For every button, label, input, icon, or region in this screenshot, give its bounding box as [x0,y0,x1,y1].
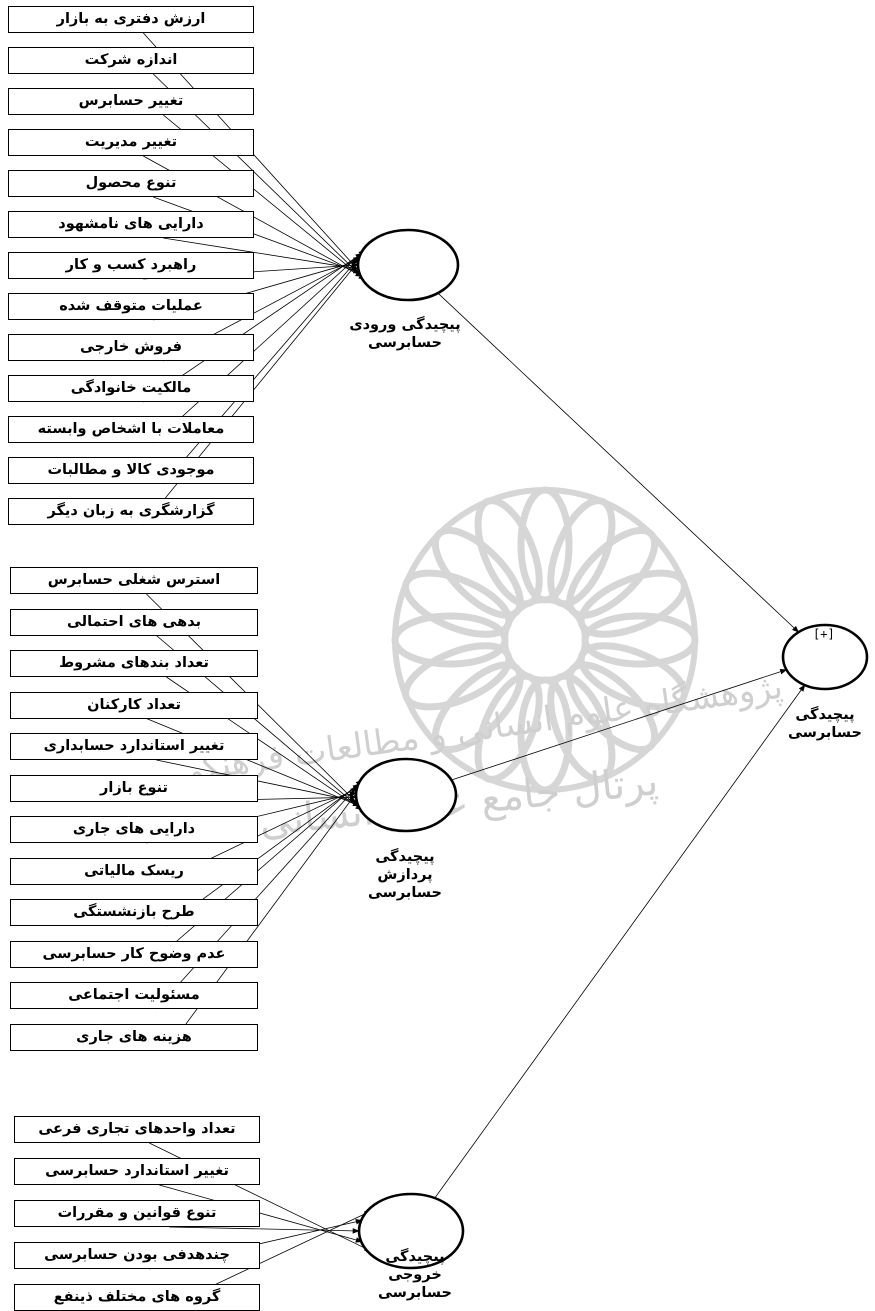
construct-process-label-line: پیچیدگی [375,849,435,865]
indicator-box-process: استرس شغلی حسابرس [10,567,258,594]
construct-output-label-line: حسابرسی [377,1285,453,1301]
indicator-box-process: تغییر استاندارد حسابداری [10,733,258,760]
watermark-ring [392,487,698,793]
watermark: پژوهشگاه علوم انسانی و مطالعات فرهنگیپرت… [172,486,785,846]
indicator-path-output [159,1184,363,1243]
indicator-box-process: تعداد بندهای مشروط [10,650,258,677]
indicator-box-input: تغییر حسابرس [8,88,254,115]
indicator-box-input: مالکیت خانوادگی [8,375,254,402]
indicator-path-input [163,237,360,271]
indicator-box-output: گروه های مختلف ذینفع [14,1284,260,1311]
construct-output-ellipse [357,1192,465,1270]
construct-output-label-line: پیچیدگی [385,1249,445,1265]
indicator-box-process: دارایی های جاری [10,816,258,843]
construct-input-ellipse [356,228,460,302]
indicator-box-input: اندازه شرکت [8,47,254,74]
indicator-box-process: عدم وضوح کار حسابرسی [10,940,258,968]
indicator-box-process: تنوع بازار [10,774,258,802]
indicator-box-input: تنوع محصول [8,170,254,197]
indicator-box-input: تغییر مدیریت [8,129,254,156]
watermark-petal [577,569,688,638]
indicator-box-output: چندهدفی بودن حسابرسی [14,1242,260,1269]
construct-process-label: پیچیدگی پردازش حسابرسی [315,848,495,902]
indicator-box-process: تعداد کارکنان [10,691,258,719]
construct-overall-label-line: پیچیدگی [795,707,855,723]
construct-process-label-line: پردازش [377,867,433,883]
indicator-path-process [156,776,367,1010]
indicator-box-process: مسئولیت اجتماعی [10,982,258,1009]
structural-path-process-to-overall [451,669,788,781]
indicator-path-input [143,32,374,287]
construct-process-ellipse [354,757,458,833]
construct-input-label-line: پیچیدگی ورودی [349,317,461,333]
indicator-box-input: فروش خارجی [8,334,254,361]
watermark-petal [402,569,513,638]
watermark-petal [547,497,616,608]
indicator-path-output [169,1226,360,1234]
indicator-box-input: عملیات متوقف شده [8,293,254,320]
indicator-box-input: ارزش دفتری به بازار [8,6,254,33]
indicator-box-input: معاملات با اشخاص وابسته [8,416,254,443]
indicator-path-input [162,246,370,485]
construct-overall-marker: [+] [813,627,835,641]
construct-overall-label: پیچیدگی حسابرسی [780,706,870,742]
construct-process-label-line: حسابرسی [367,885,443,901]
structural-path-output-to-overall [434,684,806,1199]
indicator-box-output: تعداد واحدهای تجاری فرعی [14,1116,260,1143]
construct-overall-label-line: حسابرسی [787,725,863,741]
construct-output-label-line: خروجی [388,1267,442,1283]
indicator-box-process: هزینه های جاری [10,1023,258,1051]
indicator-box-process: ریسک مالیاتی [10,857,258,885]
indicator-box-input: گزارشگری به زبان دیگر [8,498,254,525]
indicator-box-input: دارایی های نامشهود [8,211,254,238]
indicator-box-process: طرح بازنشستگی [10,899,258,926]
indicator-box-process: بدهی های احتمالی [10,608,258,636]
watermark-core [502,597,588,683]
indicator-box-output: تغییر استاندارد حسابرسی [14,1158,260,1185]
indicator-box-output: تنوع قوانین و مقررات [14,1200,260,1227]
indicator-box-input: موجودی کالا و مطالبات [8,457,254,484]
indicator-box-input: راهبرد کسب و کار [8,252,254,279]
indicator-path-input [153,196,361,274]
structural-path-input-to-overall [437,292,800,633]
construct-input-label: پیچیدگی ورودی حسابرسی [315,316,495,352]
construct-overall-ellipse [781,623,869,691]
indicator-path-output [194,1210,372,1294]
construct-input-label-line: حسابرسی [367,335,443,351]
indicator-path-input [153,249,366,444]
